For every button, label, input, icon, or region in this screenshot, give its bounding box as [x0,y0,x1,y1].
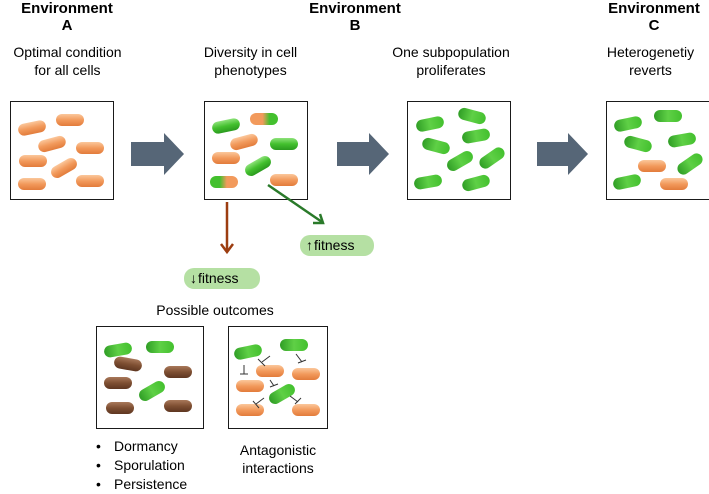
cell-orange [38,135,66,153]
cell-green [422,137,450,155]
cell-orange [18,178,46,190]
cell-green [458,107,486,125]
outcome-list: Dormancy Sporulation Persistence [96,437,187,494]
inhibition-icon [240,353,307,409]
cell-orange [292,368,320,380]
cell-green [614,116,642,132]
cell-green [280,339,308,351]
cell-orange [660,178,688,190]
caption-c-line2: reverts [629,62,672,78]
cell-green [613,174,641,190]
block-arrow-right-icon [537,133,588,175]
cell-orange [212,152,240,164]
cell-brown [164,400,192,412]
caption-b-line2: phenotypes [214,62,287,78]
cell-brown [164,366,192,378]
cell-green [414,174,442,190]
list-item: Persistence [96,475,187,494]
caption-a-line1: Optimal condition [13,44,122,60]
cells-antagonistic [234,339,320,416]
cell-green [234,344,262,360]
cells-proliferation [414,107,505,192]
cells-environment-a [18,114,104,190]
cells-diversity [210,113,298,188]
cell-green [146,341,174,353]
antagonistic-line1: Antagonistic [239,442,317,458]
cell-green [462,174,490,192]
cell-orange [638,160,666,172]
cell-orange [56,114,84,126]
list-item: Sporulation [96,456,187,475]
env-a-letter: A [61,17,73,34]
cell-green [104,342,132,358]
arrow-down-icon: ↓ [190,270,197,286]
fitness-down-badge: ↓fitness [184,268,260,289]
cell-brown [114,356,142,372]
cell-orange [76,175,104,187]
cell-green [654,110,682,122]
cell-orange [236,380,264,392]
env-b-letter: B [349,17,361,34]
cell-green [479,147,505,169]
cell-orange [292,404,320,416]
cell-green [269,384,295,404]
cell-green [212,118,240,134]
arrow-up-icon: ↑ [306,237,313,253]
cell-green [447,151,473,171]
env-c-letter: C [648,17,660,34]
list-item: Dormancy [96,437,187,456]
env-b-title: Environment [309,0,401,17]
cell-orange [230,133,258,151]
cell-brown [104,377,132,389]
fitness-down-label: fitness [198,270,239,286]
cell-orange [210,176,238,188]
cell-orange [18,120,46,136]
cell-orange [256,365,284,377]
arrow-up-icon [267,183,323,224]
cells-dormancy [104,341,192,414]
cell-orange [270,174,298,186]
outcomes-title: Possible outcomes [156,302,274,318]
caption-mid-line1: One subpopulation [392,44,510,60]
cell-green [624,135,652,153]
cell-green [462,128,490,144]
caption-a-line2: for all cells [34,62,101,78]
cells-environment-c [613,110,703,190]
env-a-title: Environment [21,0,113,17]
block-arrow-right-icon [337,133,389,175]
cell-orange [19,155,47,167]
env-c-title: Environment [608,0,700,17]
cell-orange [236,404,264,416]
cell-brown [106,402,134,414]
caption-mid-line2: proliferates [416,62,486,78]
antagonistic-line2: interactions [242,460,314,476]
caption-b-line1: Diversity in cell [203,44,298,60]
cell-green [677,153,703,175]
cell-green [416,116,444,132]
fitness-up-badge: ↑fitness [300,235,374,256]
cell-orange [76,142,104,154]
caption-c-line1: Heterogenetiy [606,44,695,60]
cell-orange [51,158,77,178]
cell-green [139,381,165,401]
fitness-up-label: fitness [314,237,355,253]
cell-green [270,138,298,150]
cell-green [668,132,696,148]
cell-green [245,156,271,176]
cell-orange [250,113,278,125]
block-arrow-right-icon [131,133,184,175]
